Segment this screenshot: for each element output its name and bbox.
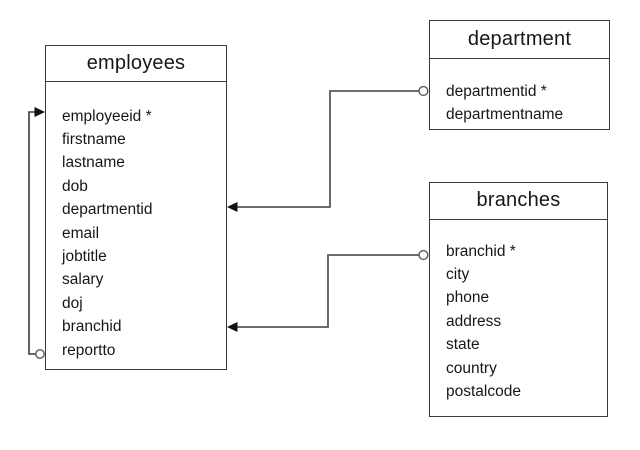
arrow-marker-departmentid: [227, 202, 238, 212]
relationship-branches-to-employees: [227, 249, 429, 332]
table-field: phone: [446, 289, 490, 307]
table-branches-title: branches: [430, 183, 607, 220]
table-field: doj: [62, 294, 83, 312]
table-field: dob: [62, 177, 88, 195]
table-department[interactable]: department departmentid * departmentname: [429, 20, 610, 130]
table-field: salary: [62, 271, 104, 289]
table-field: departmentid *: [446, 82, 547, 100]
table-field: branchid: [62, 318, 122, 336]
table-employees-field-list: employeeid * firstname lastname dob departme…: [46, 82, 226, 362]
table-field: departmentname: [446, 105, 564, 123]
table-branches-field-list: branchid * city phone address state country po…: [430, 220, 607, 404]
circle-marker-branchid: [418, 249, 429, 261]
table-field: employeeid *: [62, 107, 152, 125]
table-field: firstname: [62, 130, 126, 148]
table-field: email: [62, 224, 100, 242]
table-field: branchid *: [446, 242, 516, 260]
table-department-field-list: departmentid * departmentname: [430, 59, 609, 127]
relationship-employees-self-reportto: [28, 107, 45, 359]
circle-marker-departmentid: [418, 85, 429, 97]
table-field: postalcode: [446, 382, 521, 400]
circle-marker-reportto: [35, 349, 45, 359]
table-employees[interactable]: employees employeeid * firstname lastname d…: [45, 45, 227, 370]
table-field: city: [446, 265, 470, 283]
arrow-marker-employeeid: [34, 107, 45, 117]
table-department-title: department: [430, 21, 609, 59]
table-field: reportto: [62, 341, 116, 359]
table-field: jobtitle: [62, 247, 107, 265]
relationship-department-to-employees: [227, 85, 429, 212]
table-field: address: [446, 312, 502, 330]
table-branches[interactable]: branches branchid * city phone address state…: [429, 182, 608, 417]
table-field: lastname: [62, 154, 125, 172]
table-employees-title: employees: [46, 46, 226, 82]
table-field: country: [446, 359, 497, 377]
table-field: departmentid: [62, 201, 153, 219]
table-field: state: [446, 336, 480, 354]
arrow-marker-branchid: [227, 322, 238, 332]
